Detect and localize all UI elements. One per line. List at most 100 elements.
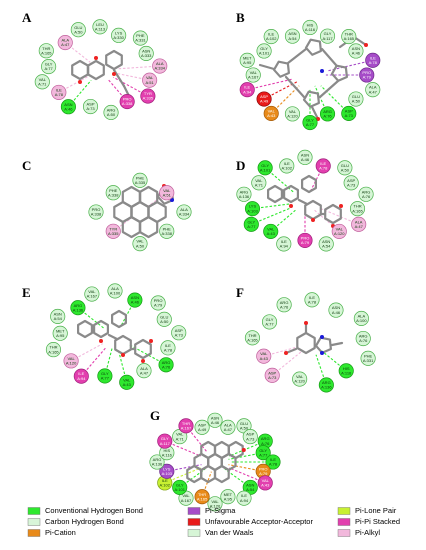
residue-number: A:46 bbox=[64, 106, 73, 111]
residue-number: A:167 bbox=[248, 75, 259, 80]
residue-number: A:116 bbox=[305, 27, 316, 32]
ligand-ring bbox=[110, 309, 128, 329]
residue-number: A:165 bbox=[352, 208, 363, 213]
residue-name: ASN bbox=[322, 239, 330, 244]
residue-circle bbox=[92, 19, 108, 35]
residue-circle bbox=[264, 367, 280, 383]
ligand-bond bbox=[258, 63, 276, 71]
residue-number: A:101 bbox=[260, 167, 271, 172]
ligand-bond bbox=[286, 47, 308, 65]
residue-circle bbox=[70, 300, 86, 316]
residue-name: ASP bbox=[246, 432, 254, 437]
residue-number: A:77 bbox=[259, 452, 268, 457]
residue-name: ARG bbox=[162, 360, 171, 365]
residue-number: A:76 bbox=[323, 114, 332, 119]
residue-number: A:120 bbox=[287, 114, 298, 119]
residue-number: A:77 bbox=[247, 224, 256, 229]
residue-name: THR bbox=[182, 421, 190, 426]
residue-name: VAL bbox=[136, 239, 144, 244]
ligand-atom bbox=[284, 351, 288, 355]
ligand-ring bbox=[92, 319, 110, 339]
residue-number: A:46 bbox=[301, 157, 310, 162]
residue-name: ASN bbox=[142, 49, 150, 54]
residue-name: ILE bbox=[281, 239, 287, 244]
residue-number: A:50 bbox=[136, 243, 145, 248]
residue-number: A:71 bbox=[38, 81, 47, 86]
residue-circle bbox=[318, 377, 334, 393]
residue-name: GLY bbox=[306, 118, 314, 123]
residue-number: A:46 bbox=[352, 51, 361, 56]
residue-name: VAL bbox=[267, 226, 275, 231]
legend-label: Pi-Alkyl bbox=[355, 528, 380, 537]
residue-number: A:78 bbox=[319, 166, 328, 171]
residue-circle bbox=[304, 292, 320, 308]
residue-circle bbox=[244, 330, 260, 346]
residue-number: A:101 bbox=[259, 51, 270, 56]
residue-circle bbox=[302, 114, 318, 131]
residue-name: GLY bbox=[45, 62, 53, 67]
residue-circle bbox=[355, 330, 371, 347]
residue-circle bbox=[279, 158, 295, 174]
residue-number: A:338 bbox=[91, 212, 102, 217]
legend-label: Conventional Hydrogen Bond bbox=[45, 506, 143, 515]
residue-circle bbox=[132, 172, 148, 188]
ligand-atom bbox=[311, 218, 315, 222]
residue-name: GLU bbox=[160, 314, 168, 319]
residue-name: ALA bbox=[355, 219, 363, 224]
ligand-ring bbox=[71, 59, 89, 81]
residue-circle bbox=[242, 429, 258, 445]
residue-number: A:78 bbox=[269, 462, 278, 467]
panel-letter: F bbox=[236, 285, 244, 300]
residue-number: A:78 bbox=[164, 348, 173, 353]
residue-number: A:117 bbox=[322, 36, 333, 41]
residue-number: A:338 bbox=[122, 101, 133, 106]
ligand-atom bbox=[320, 351, 324, 355]
residue-circle bbox=[103, 104, 119, 121]
panel-letter: E bbox=[22, 285, 31, 300]
residue-name: ASN bbox=[288, 31, 296, 36]
legend-swatch bbox=[337, 507, 351, 515]
residue-name: ASN bbox=[332, 305, 340, 310]
residue-name: ILE bbox=[309, 295, 315, 300]
ligand-atom bbox=[170, 198, 174, 202]
ligand-atom bbox=[320, 69, 324, 73]
residue-number: A:47 bbox=[355, 224, 364, 229]
ligand-atom bbox=[289, 204, 293, 208]
residue-name: VAL bbox=[255, 178, 263, 183]
residue-number: A:136 bbox=[321, 385, 332, 390]
residue-circle bbox=[105, 185, 121, 201]
residue-name: VAL bbox=[336, 226, 344, 231]
residue-circle bbox=[353, 310, 369, 327]
residue-name: ARG bbox=[261, 436, 270, 441]
ligand-bond bbox=[330, 341, 344, 347]
ligand-ring bbox=[200, 440, 217, 460]
ligand-ring bbox=[283, 184, 299, 204]
residue-circle bbox=[38, 43, 54, 59]
ligand-atom bbox=[241, 448, 246, 452]
ligand-ring bbox=[296, 331, 316, 355]
residue-circle bbox=[341, 29, 357, 45]
legend-item: Conventional Hydrogen Bond bbox=[27, 506, 143, 515]
